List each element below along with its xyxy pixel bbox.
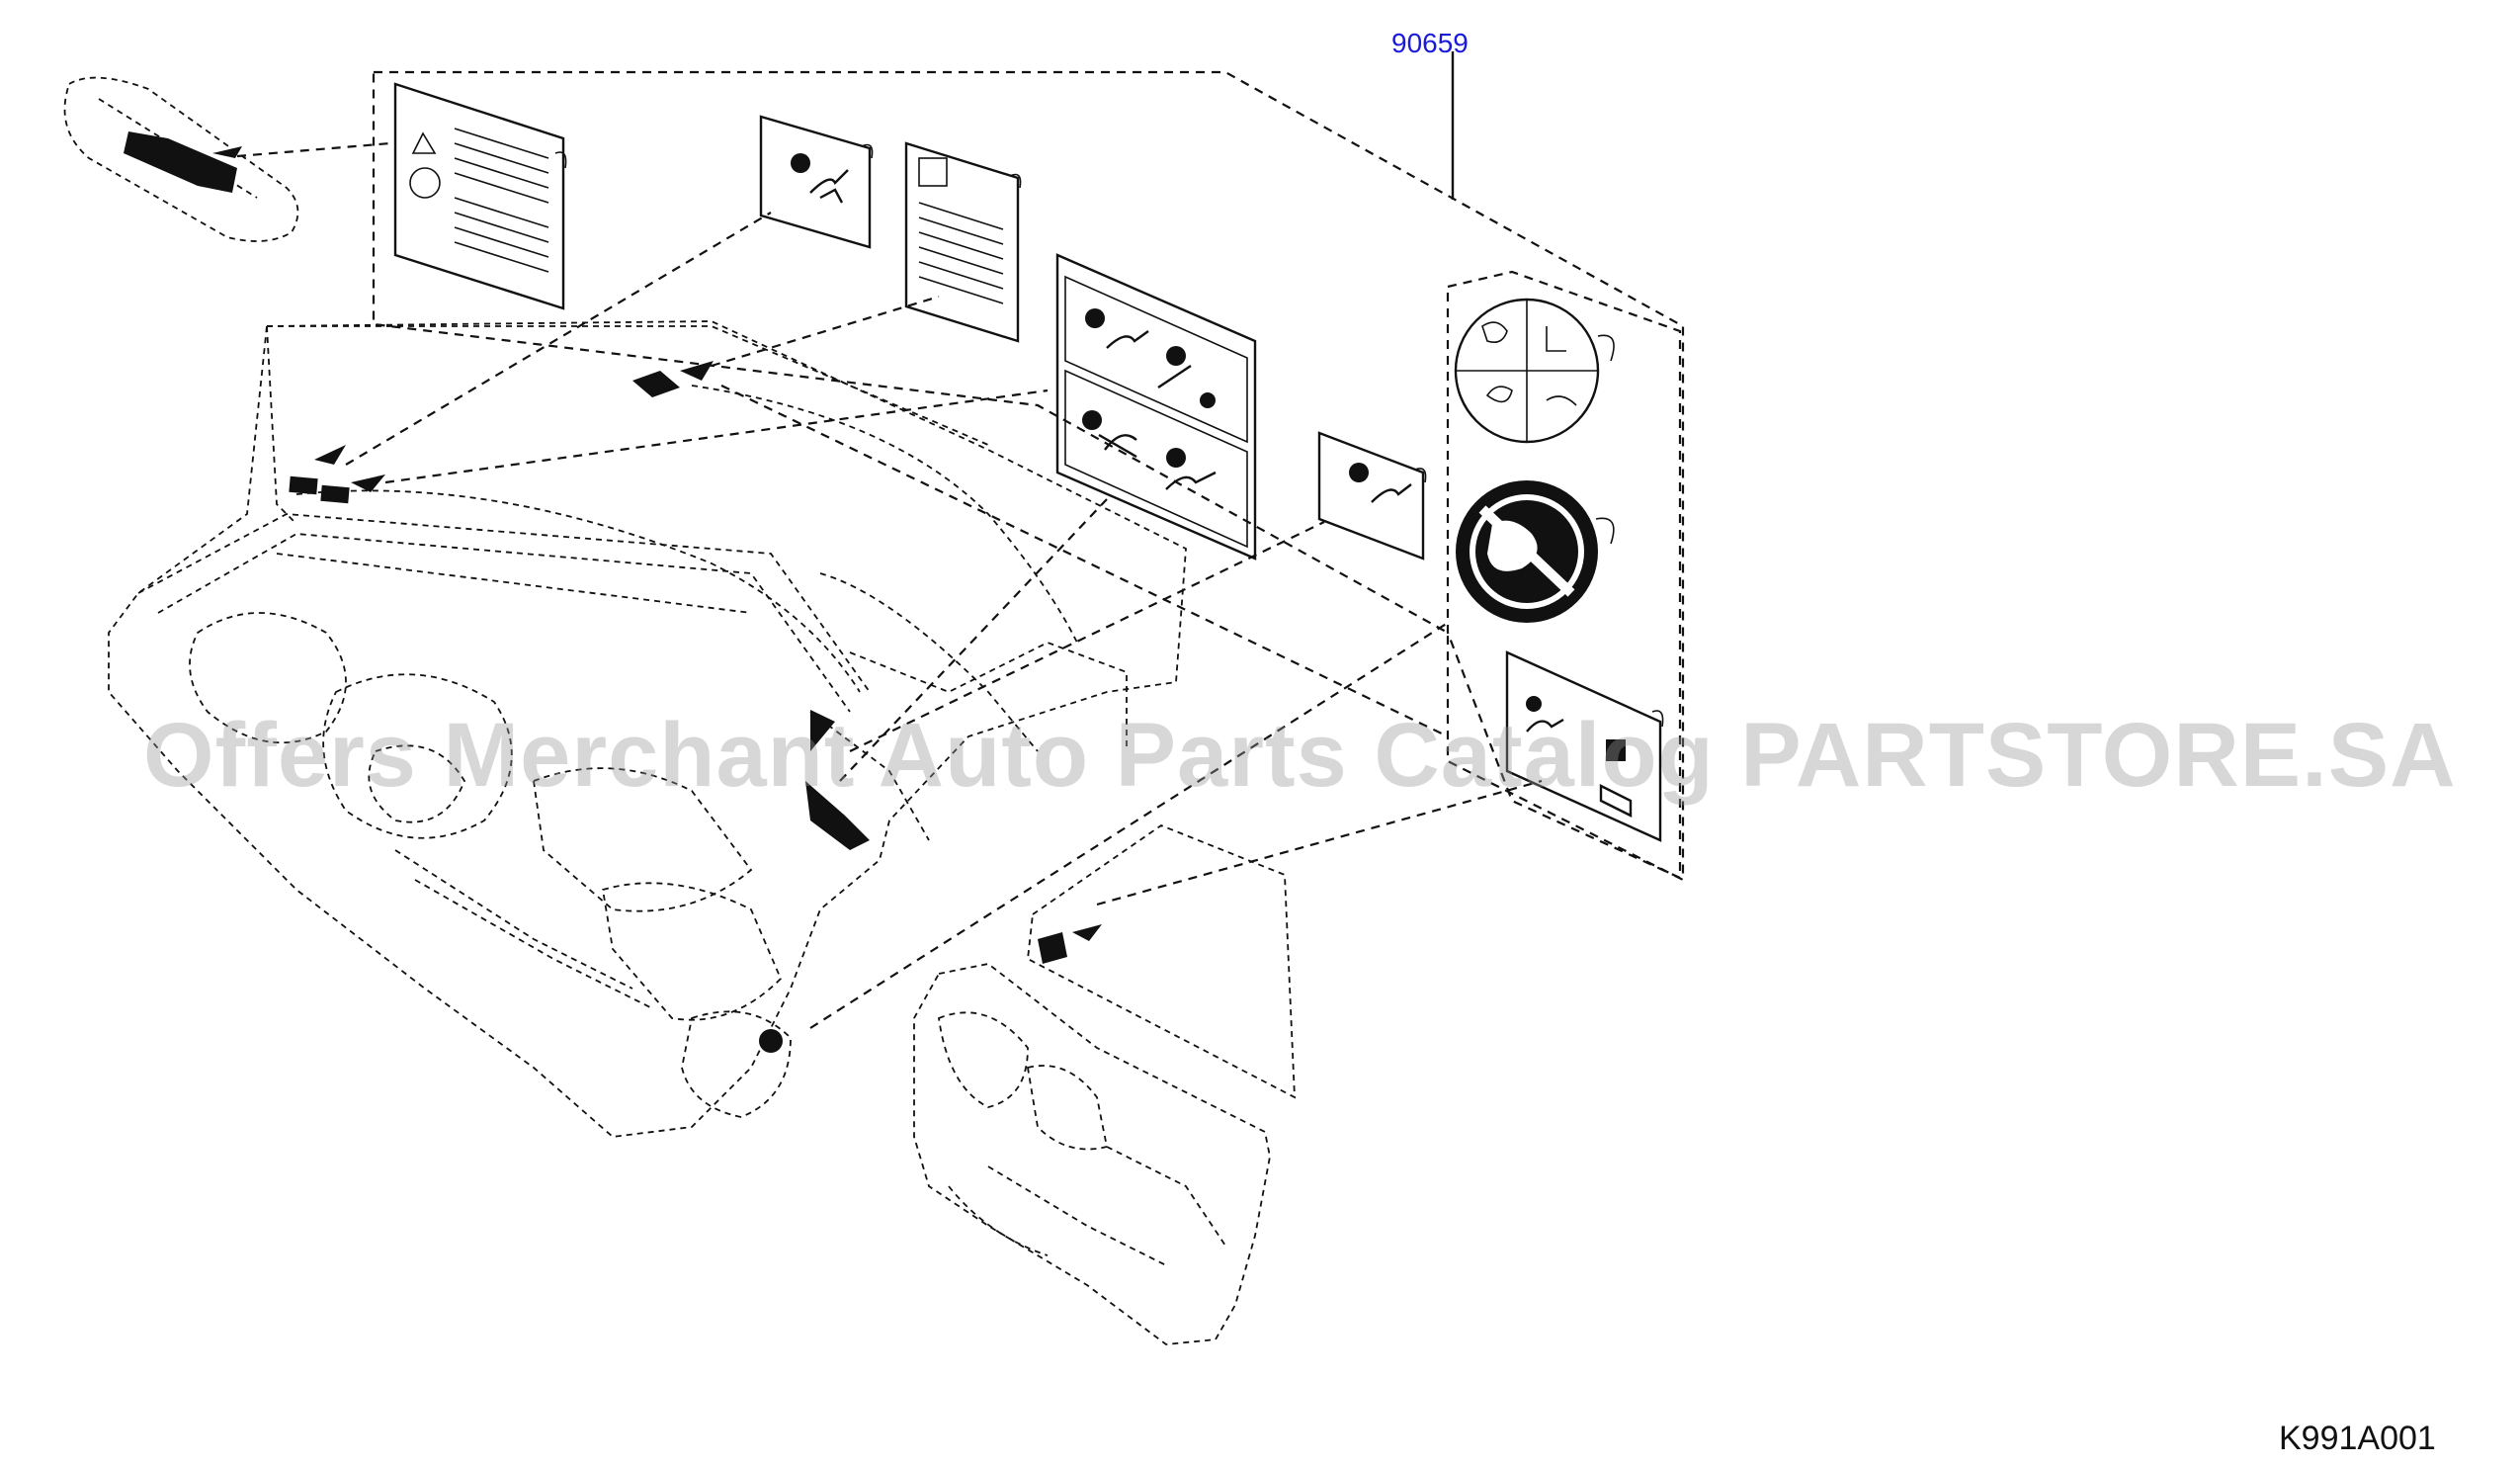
- airbag-deploy-label: [1505, 650, 1664, 842]
- diagram-code: K991A001: [2279, 1420, 2436, 1457]
- watermark: Offers Merchant Auto Parts Catalog PARTS…: [143, 705, 2457, 806]
- dashboard-outline: [108, 320, 1187, 1138]
- windshield-label-marker: [632, 371, 680, 397]
- sun-visor: [63, 76, 391, 242]
- child-seat-icon: [1481, 321, 1508, 344]
- sub-kit-boundary: [1446, 270, 1682, 880]
- visor-label-marker: [124, 131, 237, 193]
- airbag-deploy-icon: [1526, 718, 1564, 733]
- a-pillar-label-marker-1: [289, 475, 318, 495]
- airbag-icon: [409, 167, 441, 199]
- dashboard-rear-outline: [913, 823, 1296, 1345]
- airbag-seat-label-small: [759, 115, 874, 249]
- sun-visor-warning-label: [393, 82, 567, 310]
- rear-label-marker: [1038, 932, 1067, 964]
- prohibition-icon: [1478, 505, 1575, 597]
- leader-lines: [345, 212, 1543, 1029]
- airbag-seat-label-right: [1317, 431, 1427, 561]
- warning-triangle-icon: [411, 131, 437, 154]
- passenger-airbag-status-label: [1055, 253, 1257, 561]
- no-rear-facing-child-seat-disc: [1456, 480, 1615, 623]
- windshield-outline: [266, 325, 1078, 693]
- child-seat-warning-disc: [1454, 298, 1615, 444]
- part-number-callout[interactable]: 90659: [1391, 28, 1469, 58]
- document-icon: [918, 157, 948, 187]
- instruction-sheet-label: [904, 141, 1022, 343]
- a-pillar-label-marker-2: [320, 484, 350, 504]
